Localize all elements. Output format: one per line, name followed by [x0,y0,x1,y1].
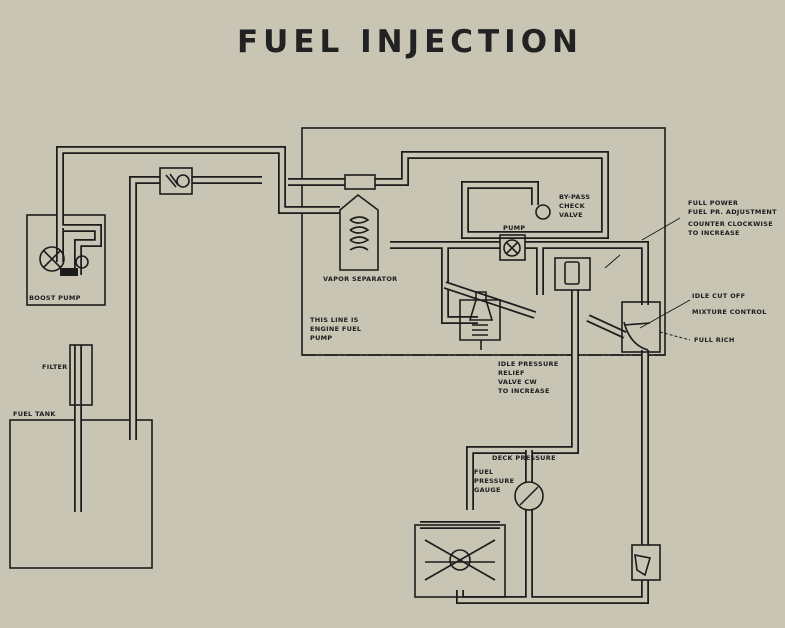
fuel-nozzle-manifold [414,524,506,598]
label-boost-pump: BOOST PUMP [29,294,81,302]
label-idle-pressure: TO INCREASE [498,387,550,395]
bypass-check-valve [535,204,551,220]
boost-pump [39,246,65,272]
mixture-control [621,301,661,353]
boost-check-valve [75,255,89,269]
label-engine-line: ENGINE FUEL [310,325,361,333]
label-idle-pressure: IDLE PRESSURE [498,360,559,368]
fuel-pressure-gauge [514,481,544,511]
label-gauge: FUEL [474,468,494,476]
label-bypass: BY-PASS [559,193,590,201]
label-full-power: COUNTER CLOCKWISE [688,220,773,228]
pipes [56,146,649,604]
label-deck-pressure: DECK PRESSURE [492,454,556,462]
label-engine-line: THIS LINE IS [310,316,359,324]
label-mixture-control: MIXTURE CONTROL [692,308,767,316]
label-pump: PUMP [503,224,525,232]
boost-pump-box [26,214,106,306]
fuel-regulator [554,257,591,291]
inline-valve [159,167,193,195]
label-engine-line: PUMP [310,334,332,342]
pump [499,234,526,261]
vapor-separator [339,193,379,271]
label-gauge: GAUGE [474,486,501,494]
label-bypass: CHECK [559,202,586,210]
filter [69,344,93,406]
label-filter: FILTER [42,363,68,371]
label-full-power: TO INCREASE [688,229,740,237]
label-full-power: FULL POWER [688,199,738,207]
diagram-title: FUEL INJECTION [237,24,583,60]
label-idle-pressure: RELIEF [498,369,525,377]
label-idle-pressure: VALVE CW [498,378,537,386]
label-full-rich: FULL RICH [694,336,735,344]
label-bypass: VALVE [559,211,583,219]
label-idle-cut-off: IDLE CUT OFF [692,292,745,300]
flow-divider [631,544,661,581]
label-gauge: PRESSURE [474,477,514,485]
label-full-power: FUEL PR. ADJUSTMENT [688,208,777,216]
label-fuel-tank: FUEL TANK [13,410,56,418]
label-vapor-separator: VAPOR SEPARATOR [323,275,398,283]
